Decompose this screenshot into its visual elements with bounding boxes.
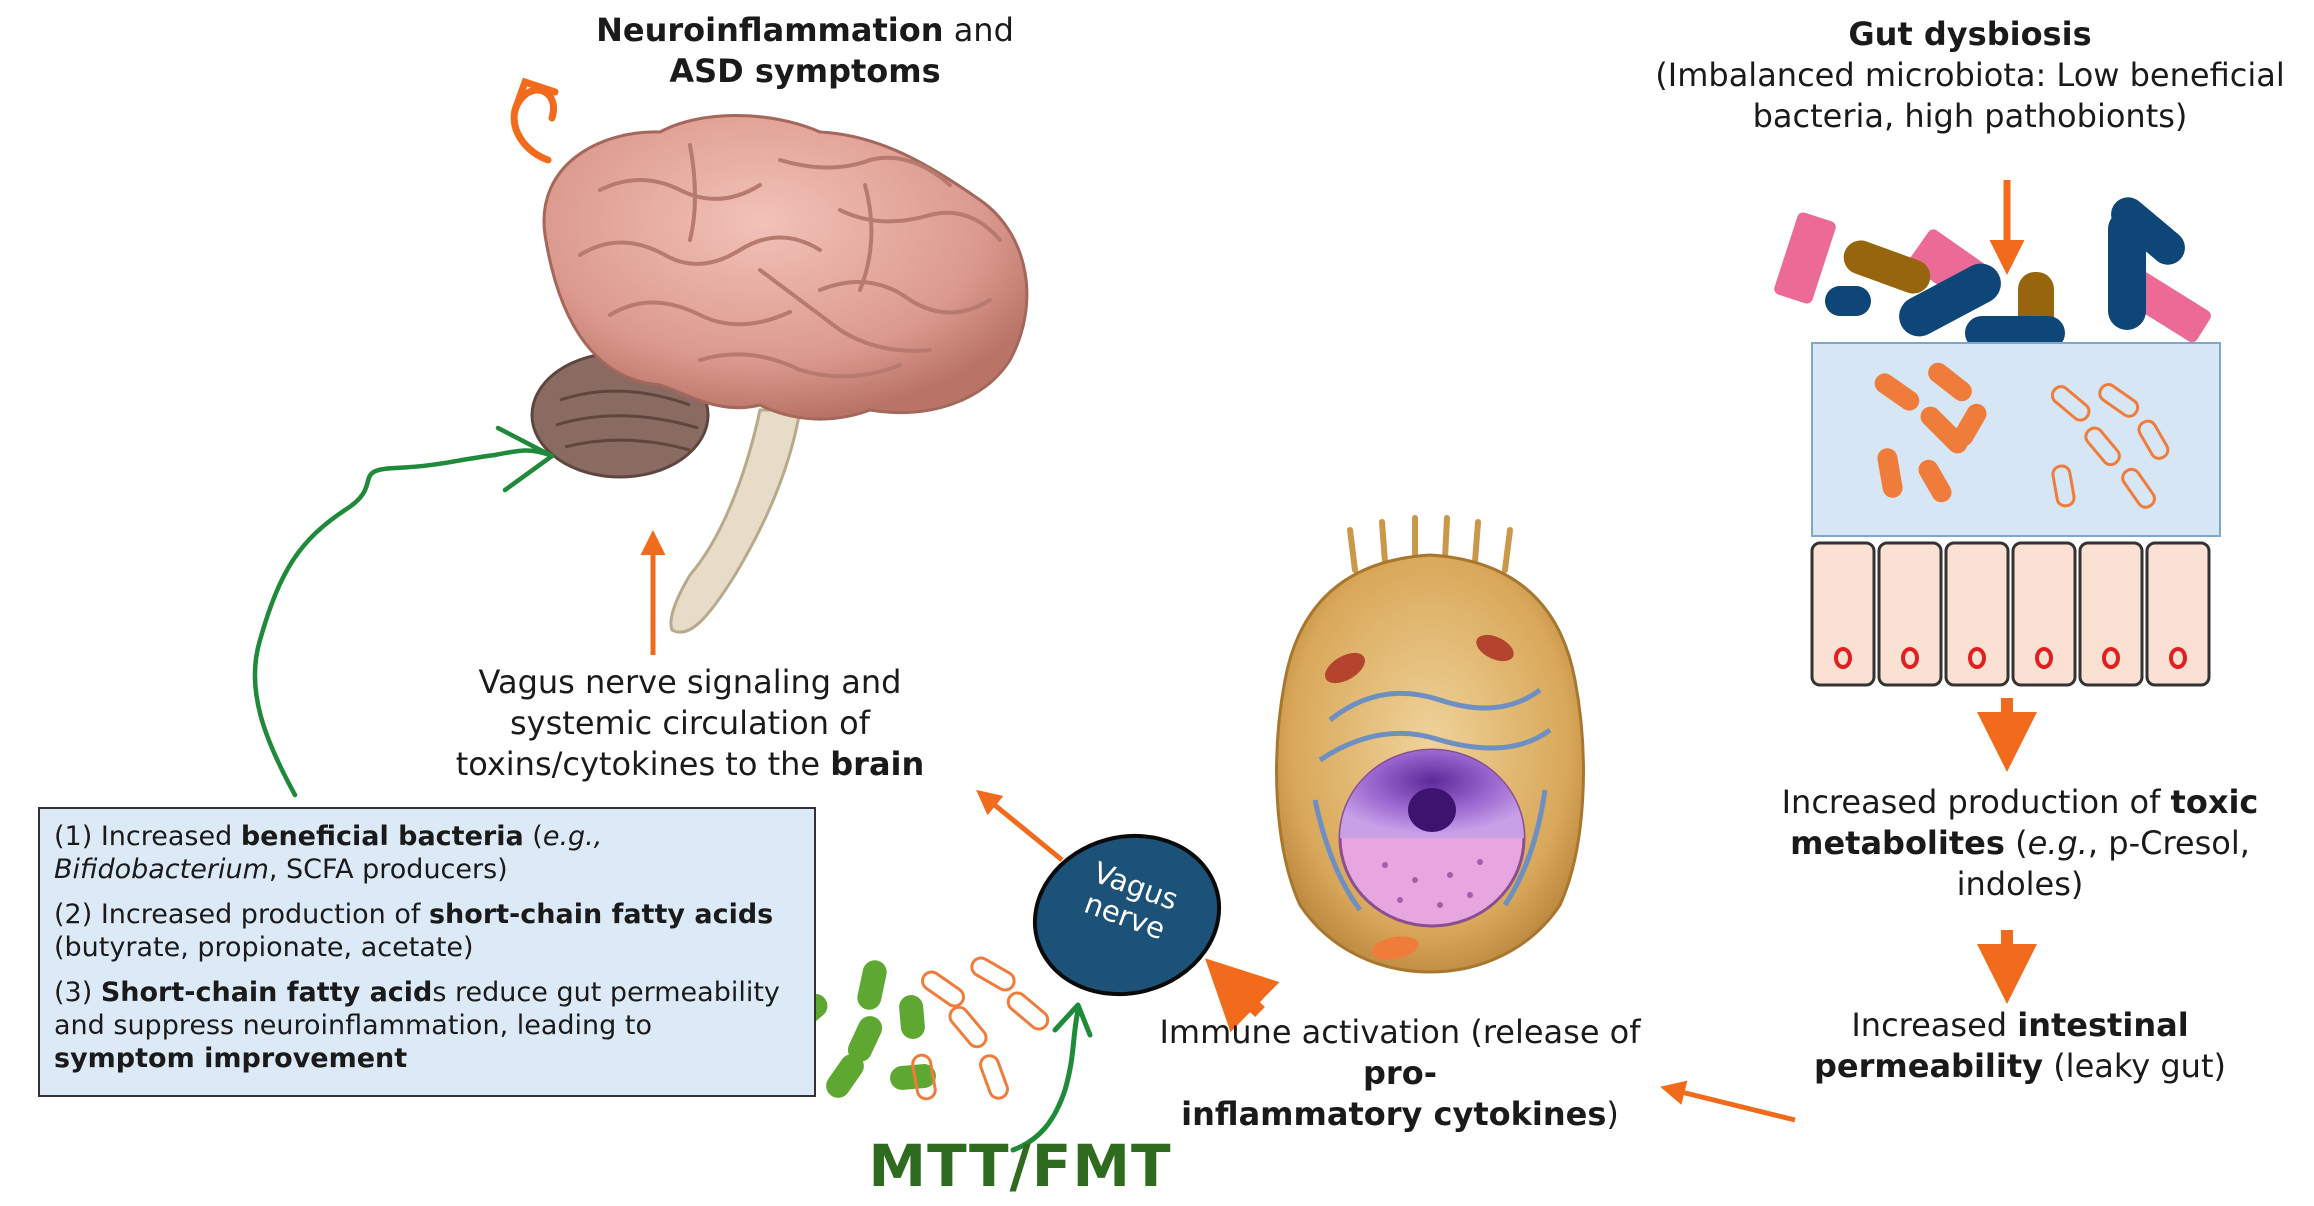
effect-item-3: (3) Short-chain fatty acids reduce gut p… [54,976,780,1074]
intestinal-permeability-label: Increased intestinal permeability (leaky… [1814,1006,2226,1085]
lumen-bacteria-outline [2050,383,2170,509]
vagus-nerve-node [1032,833,1222,997]
neuroinflammation-label: Neuroinflammation and ASD symptoms [596,11,1014,90]
gut-epithelium [1810,541,2211,687]
green-arrow-mtt-to-nerve [1010,1002,1093,1153]
effect-item-1: (1) Increased beneficial bacteria (e.g.,… [54,821,603,885]
brain-illustration [530,114,1029,634]
bacteria-outline-near-nerve [911,956,1050,1101]
arrow-to-vagus-nerve [1204,958,1280,1033]
arrow-to-immune [1660,1080,1796,1123]
effect-item-2: (2) Increased production of short-chain … [54,898,774,963]
gut-dysbiosis-title: Gut dysbiosis [1848,15,2092,53]
neuroinflammation-curly-arrow [510,77,559,164]
toxic-metabolites-label: Increased production of toxic metabolite… [1781,783,2259,903]
lumen-bacteria-filled [1874,362,1987,503]
arrow-vagus-to-signal [976,789,1064,862]
gut-bacteria-top [1774,197,2211,350]
gut-dysbiosis-label: Gut dysbiosis (Imbalanced microbiota: Lo… [1655,15,2285,135]
green-arrow-to-brain [252,425,555,798]
treatment-effects-box: (1) Increased beneficial bacteria (e.g.,… [38,807,816,1097]
immune-activation-label: Immune activation (release of pro- infla… [1159,1013,1641,1133]
gut-lumen [1811,342,2221,537]
vagus-signaling-label: Vagus nerve signaling and systemic circu… [455,663,925,783]
immune-cell-illustration [1275,515,1585,974]
mtt-fmt-label: MTT/FMT [868,1132,1172,1200]
